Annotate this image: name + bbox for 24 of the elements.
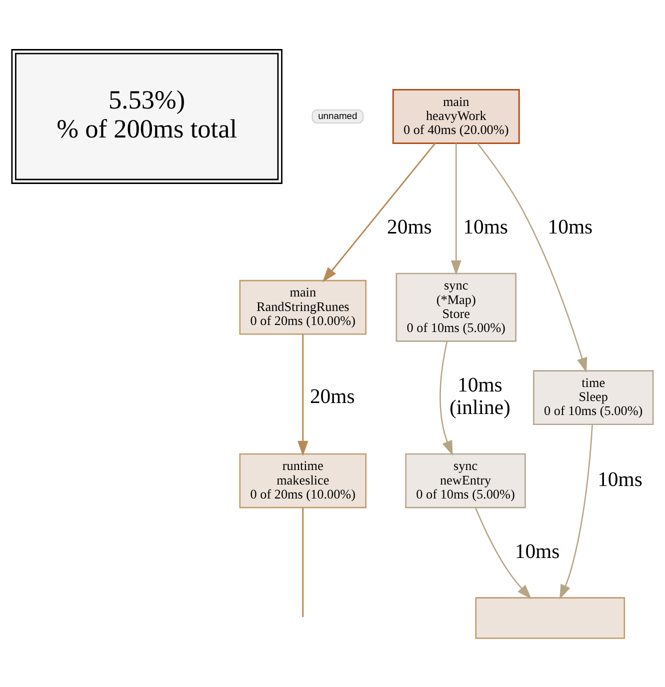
arrow xyxy=(298,334,308,456)
connector xyxy=(302,507,304,617)
node-box: sync (*Map) Store 0 of 10ms (5.00%) xyxy=(396,272,516,342)
node-box: 5.53%) % of 200ms total xyxy=(11,48,282,184)
node-box: sync newEntry 0 of 10ms (5.00%) xyxy=(405,452,526,508)
edge-label: 10ms xyxy=(548,216,593,238)
label: unnamed xyxy=(318,109,358,120)
node-box xyxy=(475,596,626,638)
arrow xyxy=(559,424,593,599)
arrow xyxy=(322,142,436,282)
node-box: main RandStringRunes 0 of 20ms (10.00%) xyxy=(239,279,367,334)
node-box: time Sleep 0 of 10ms (5.00%) xyxy=(533,370,654,425)
arrow xyxy=(450,142,462,275)
node-box: main heavyWork 0 of 40ms (20.00%) xyxy=(392,88,520,144)
edge-label: 10ms xyxy=(463,216,508,238)
node-box: runtime makeslice 0 of 20ms (10.00%) xyxy=(239,452,367,508)
arrow xyxy=(474,506,532,599)
edge-label: 20ms xyxy=(387,216,432,238)
arrow xyxy=(440,340,453,456)
edge-label: 10ms xyxy=(598,468,642,491)
arrow xyxy=(477,142,588,372)
edge-label: 20ms xyxy=(310,385,355,408)
edge-label: 10ms xyxy=(514,540,560,562)
edge-label: 10ms (inline) xyxy=(450,374,510,419)
